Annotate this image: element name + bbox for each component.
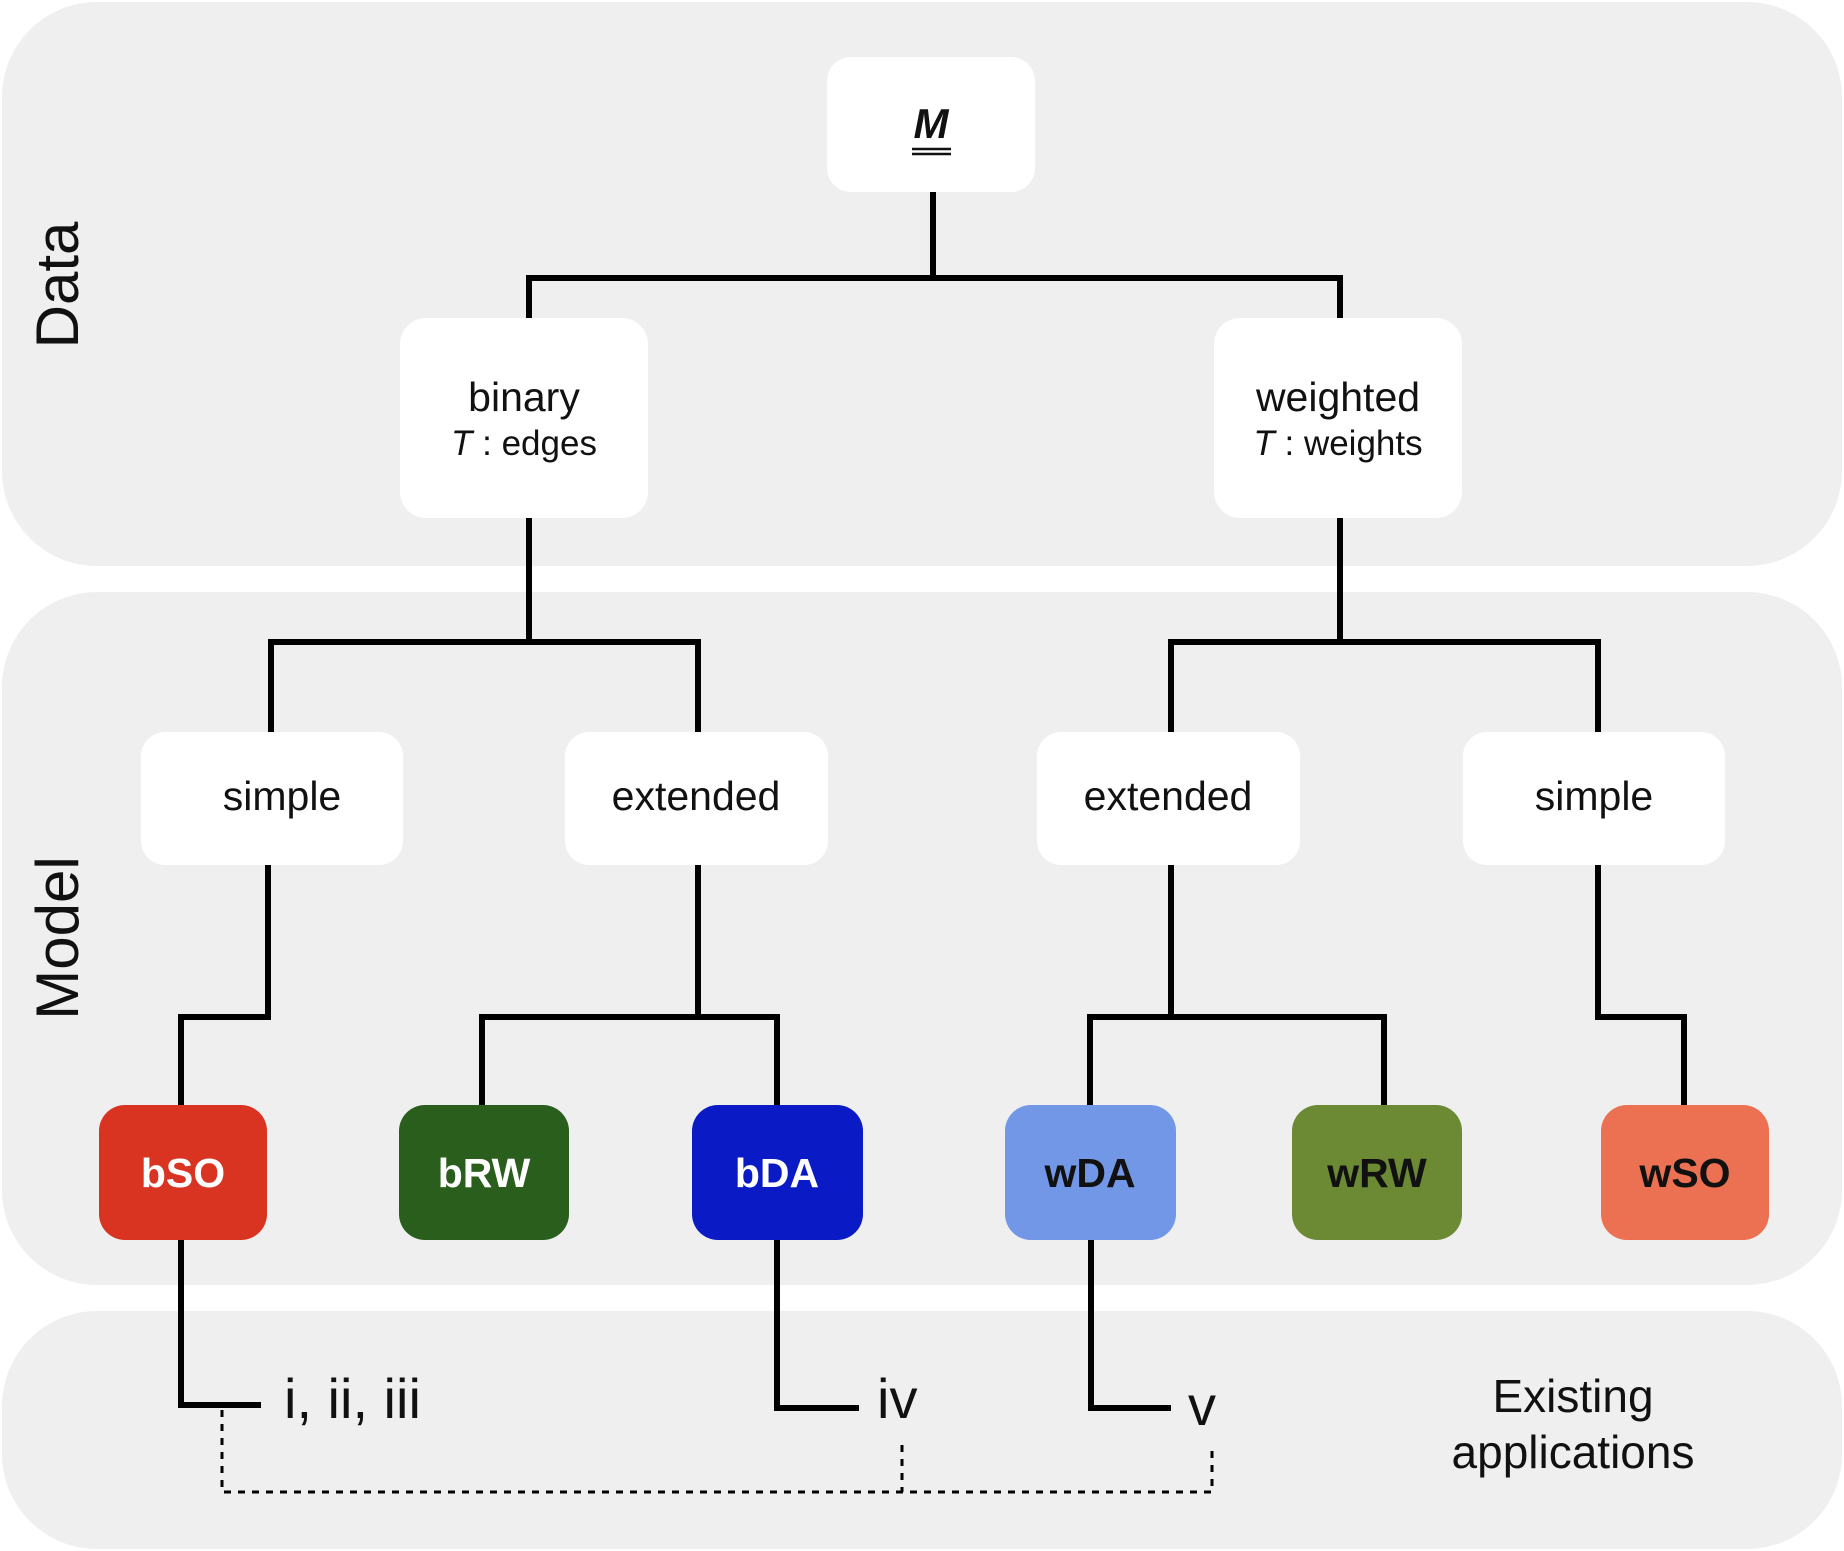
weighted-node: weighted T : weights — [1214, 318, 1462, 518]
weighted-extended-label: extended — [1084, 773, 1253, 819]
weighted-extended-node: extended — [1037, 732, 1300, 865]
model-band-label: Model — [24, 856, 91, 1019]
binary-extended-node: extended — [565, 732, 828, 865]
model-wSO: wSO — [1601, 1105, 1769, 1240]
binary-node-subtitle-var: T — [451, 424, 475, 463]
model-band — [2, 592, 1842, 1285]
model-bRW: bRW — [399, 1105, 569, 1240]
model-bDA: bDA — [692, 1105, 863, 1240]
weighted-simple-node: simple — [1463, 732, 1725, 865]
model-bSO-box — [99, 1105, 267, 1240]
binary-extended-label: extended — [612, 773, 781, 819]
model-wRW-label: wRW — [1326, 1150, 1427, 1196]
model-bSO-label: bSO — [141, 1150, 225, 1196]
weighted-node-label: weighted — [1255, 374, 1420, 420]
bDA-application-refs: iv — [877, 1367, 917, 1430]
model-bDA-box — [692, 1105, 863, 1240]
binary-node-subtitle-text: : edges — [472, 424, 597, 463]
weighted-node-subtitle-text: : weights — [1275, 424, 1423, 463]
data-band-label: Data — [24, 221, 91, 348]
existing-applications-line2: applications — [1452, 1426, 1695, 1478]
wDA-application-refs: v — [1188, 1374, 1216, 1437]
model-wDA-box — [1005, 1105, 1176, 1240]
model-wRW: wRW — [1292, 1105, 1462, 1240]
tree-connectors — [178, 189, 1687, 1494]
root-node-M: M — [827, 57, 1035, 192]
model-bDA-label: bDA — [735, 1150, 819, 1196]
model-wSO-label: wSO — [1638, 1150, 1730, 1196]
weighted-node-subtitle: T : weights — [1253, 424, 1422, 463]
binary-simple-node: simple — [141, 732, 403, 865]
weighted-simple-label: simple — [1535, 773, 1653, 819]
model-wRW-box — [1292, 1105, 1462, 1240]
model-wSO-box — [1601, 1105, 1769, 1240]
binary-simple-label: simple — [223, 773, 341, 819]
binary-node: binary T : edges — [400, 318, 648, 518]
applications-band — [2, 1311, 1842, 1549]
existing-applications-line1: Existing — [1492, 1370, 1653, 1422]
binary-node-subtitle: T : edges — [451, 424, 597, 463]
model-wDA-label: wDA — [1043, 1150, 1135, 1196]
root-node-label: M — [914, 100, 950, 147]
model-bSO: bSO — [99, 1105, 267, 1240]
model-bRW-label: bRW — [438, 1150, 531, 1196]
bSO-application-refs: i, ii, iii — [284, 1367, 421, 1430]
binary-node-label: binary — [468, 374, 580, 420]
model-wDA: wDA — [1005, 1105, 1176, 1240]
model-bRW-box — [399, 1105, 569, 1240]
weighted-node-subtitle-var: T — [1253, 424, 1277, 463]
